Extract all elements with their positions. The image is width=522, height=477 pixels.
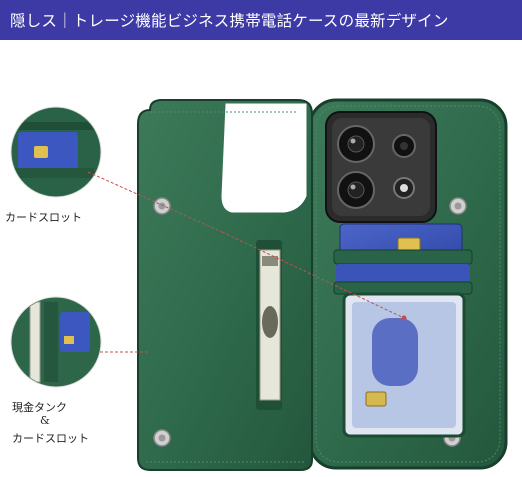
camera-lens-icon [337,125,375,163]
magnetic-snap-icon [153,197,171,215]
magnetic-snap-icon [153,429,171,447]
card-slot-caption: カードスロット [5,211,82,224]
cash-tank-caption: 現金タンク [12,401,67,414]
banner-title: 隠しス｜トレージ機能ビジネス携帯電話ケースの最新デザイン [10,12,449,30]
title-banner: 隠しス｜トレージ機能ビジネス携帯電話ケースの最新デザイン [0,0,522,40]
card-slot-area [333,223,473,438]
camera-lens-icon [392,134,416,158]
card-slot-caption-2: カードスロット [12,432,89,445]
ampersand-caption: & [40,414,50,427]
magnetic-snap-icon [449,197,467,215]
phone-case-body [308,98,508,470]
wallet-flap [137,99,313,471]
card-slot-detail-circle [10,106,102,198]
camera-module [325,111,437,223]
callout-pointer-lines [87,171,407,353]
flash-icon [393,177,415,199]
cash-tank-detail-circle [10,296,102,388]
camera-lens-icon [337,171,375,209]
